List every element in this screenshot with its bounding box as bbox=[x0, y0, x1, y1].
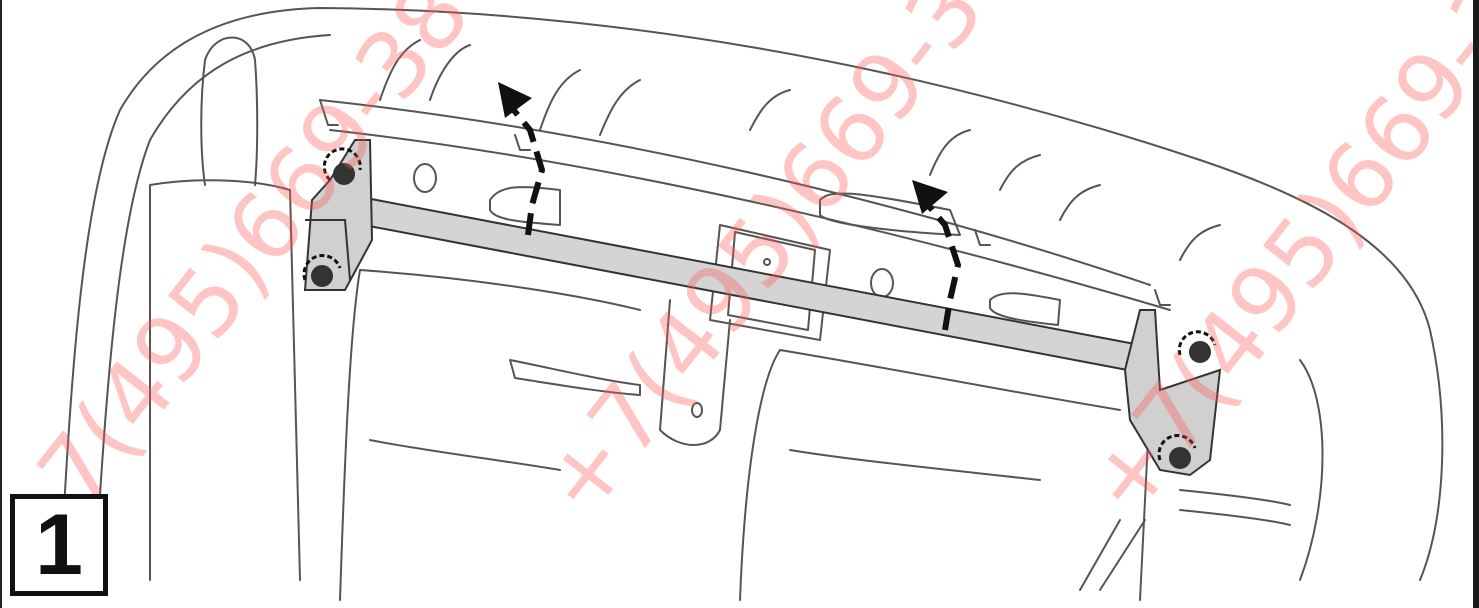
bolt-icon bbox=[1169, 447, 1191, 469]
frame-border-left bbox=[0, 0, 2, 608]
rotate-arrow bbox=[1157, 434, 1197, 461]
bolt-icon bbox=[1189, 341, 1211, 363]
bolt-icon bbox=[311, 265, 333, 287]
lift-arrow-left bbox=[498, 82, 546, 236]
step-number: 1 bbox=[35, 497, 83, 593]
left-seat-rail bbox=[149, 179, 301, 581]
cross-bar bbox=[346, 193, 1142, 374]
right-bracket bbox=[1123, 309, 1222, 477]
frame-border-right bbox=[1473, 0, 1479, 608]
step-number-box: 1 bbox=[10, 494, 108, 596]
rotate-arrow bbox=[1177, 330, 1217, 356]
rotate-arrow bbox=[322, 147, 362, 182]
seat-cushion-outline bbox=[59, 7, 1444, 581]
bolt-icon bbox=[333, 163, 355, 185]
rotate-arrow bbox=[302, 254, 342, 281]
lift-arrow-right bbox=[912, 180, 962, 331]
left-bracket bbox=[303, 139, 374, 291]
